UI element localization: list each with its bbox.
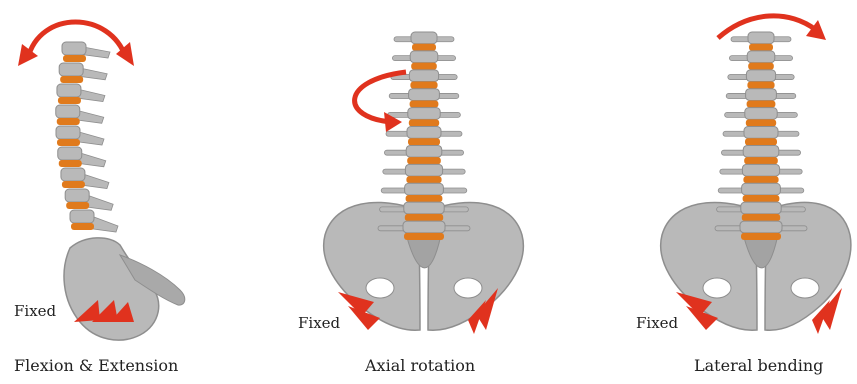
intervertebral-disc bbox=[410, 82, 437, 89]
vertebra bbox=[56, 105, 80, 118]
intervertebral-disc bbox=[748, 63, 774, 70]
fixed-label: Fixed bbox=[636, 314, 678, 332]
vertebra bbox=[741, 202, 781, 214]
panel-caption: Lateral bending bbox=[694, 356, 823, 375]
intervertebral-disc bbox=[405, 214, 443, 221]
intervertebral-disc bbox=[741, 233, 781, 240]
vertebra bbox=[61, 168, 85, 181]
intervertebral-disc bbox=[58, 97, 81, 104]
panel-caption: Flexion & Extension bbox=[14, 356, 178, 375]
vertebra bbox=[746, 70, 775, 82]
intervertebral-disc bbox=[57, 118, 80, 125]
vertebra bbox=[742, 183, 781, 195]
intervertebral-disc bbox=[406, 176, 441, 183]
panel-caption: Axial rotation bbox=[365, 356, 475, 375]
vertebra bbox=[62, 42, 86, 55]
vertebra bbox=[59, 63, 83, 76]
vertebra bbox=[411, 32, 437, 44]
vertebra bbox=[70, 210, 94, 223]
lateral-spine-illustration bbox=[0, 0, 280, 384]
intervertebral-disc bbox=[747, 100, 776, 107]
intervertebral-disc bbox=[411, 63, 437, 70]
fixed-label: Fixed bbox=[14, 302, 56, 320]
vertebra bbox=[747, 51, 775, 63]
vertebra bbox=[58, 147, 82, 160]
intervertebral-disc bbox=[406, 195, 443, 202]
vertebra bbox=[748, 32, 774, 44]
intervertebral-disc bbox=[62, 181, 85, 188]
intervertebral-disc bbox=[59, 160, 82, 167]
vertebra bbox=[403, 221, 445, 233]
intervertebral-disc bbox=[407, 157, 441, 164]
fixed-label: Fixed bbox=[298, 314, 340, 332]
vertebral-column bbox=[715, 32, 807, 240]
intervertebral-disc bbox=[743, 195, 780, 202]
intervertebral-disc bbox=[66, 202, 89, 209]
vertebra bbox=[405, 183, 444, 195]
intervertebral-disc bbox=[409, 119, 439, 126]
intervertebral-disc bbox=[60, 76, 83, 83]
intervertebral-disc bbox=[71, 223, 94, 230]
intervertebral-disc bbox=[747, 82, 774, 89]
intervertebral-disc bbox=[742, 214, 780, 221]
vertebra bbox=[745, 108, 777, 120]
vertebra bbox=[406, 145, 442, 157]
intervertebral-disc bbox=[744, 157, 778, 164]
vertebra bbox=[65, 189, 89, 202]
vertebra bbox=[746, 89, 777, 101]
panel-flexion-extension: Fixed Flexion & Extension bbox=[0, 0, 280, 384]
vertebra bbox=[744, 127, 778, 139]
vertebra bbox=[410, 51, 438, 63]
intervertebral-disc bbox=[746, 119, 776, 126]
vertebral-column bbox=[56, 42, 118, 232]
vertebra bbox=[743, 145, 779, 157]
panel-lateral-bending: Fixed Lateral bending bbox=[570, 0, 857, 384]
panel-axial-rotation: Fixed Axial rotation bbox=[280, 0, 570, 384]
intervertebral-disc bbox=[404, 233, 444, 240]
intervertebral-disc bbox=[412, 44, 436, 51]
pelvis bbox=[64, 238, 159, 340]
vertebra bbox=[740, 221, 782, 233]
vertebra bbox=[57, 84, 81, 97]
vertebra bbox=[404, 202, 444, 214]
vertebra bbox=[56, 126, 80, 139]
intervertebral-disc bbox=[749, 44, 773, 51]
vertebra bbox=[742, 164, 779, 176]
vertebra bbox=[405, 164, 442, 176]
frontal-spine-illustration bbox=[570, 0, 857, 384]
intervertebral-disc bbox=[743, 176, 778, 183]
vertebra bbox=[407, 127, 441, 139]
intervertebral-disc bbox=[57, 139, 80, 146]
intervertebral-disc bbox=[408, 138, 440, 145]
intervertebral-disc bbox=[410, 100, 439, 107]
vertebra bbox=[409, 89, 440, 101]
vertebral-column bbox=[378, 32, 470, 240]
arrow-head-left bbox=[18, 44, 38, 66]
vertebra bbox=[409, 70, 438, 82]
intervertebral-disc bbox=[63, 55, 86, 62]
vertebra bbox=[408, 108, 440, 120]
intervertebral-disc bbox=[745, 138, 777, 145]
